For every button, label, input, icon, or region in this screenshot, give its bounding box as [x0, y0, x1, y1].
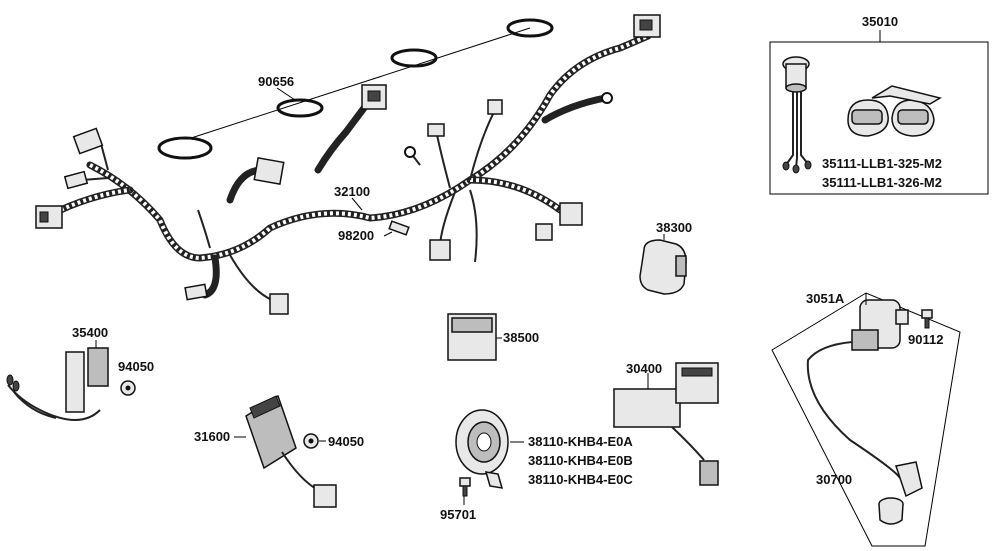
harness-connector-d — [253, 157, 285, 185]
harness-connector-m — [535, 223, 553, 241]
cable-band-4 — [506, 18, 554, 38]
label-38110-e0a: 38110-KHB4-E0A — [528, 434, 633, 449]
starter-relay-35400: 35400 94050 — [6, 325, 154, 421]
cable-band-2 — [276, 98, 324, 118]
harness-connector-k — [427, 123, 445, 137]
key-pair — [847, 85, 942, 137]
ignition-coil — [851, 299, 909, 351]
horn-38110: 38110-KHB4-E0A 38110-KHB4-E0B 38110-KHB4… — [440, 409, 633, 522]
spark-plug-boot — [878, 497, 904, 525]
harness-connector-j — [184, 283, 208, 301]
label-35111-325: 35111-LLB1-325-M2 — [822, 156, 942, 171]
label-90112: 90112 — [908, 332, 943, 347]
label-31600: 31600 — [194, 429, 230, 444]
harness-connector-e — [361, 84, 387, 110]
label-38110-e0b: 38110-KHB4-E0B — [528, 453, 633, 468]
label-95701: 95701 — [440, 507, 476, 522]
harness-connector-f — [633, 14, 661, 38]
label-98200: 98200 — [338, 228, 374, 243]
spark-plug-cap — [895, 461, 923, 498]
cable-band-3 — [390, 48, 438, 68]
label-38110-e0c: 38110-KHB4-E0C — [528, 472, 633, 487]
fuse-98200: 98200 — [338, 220, 410, 243]
label-30700: 30700 — [816, 472, 852, 487]
ignition-cylinder — [782, 56, 812, 174]
regulator-31600: 31600 94050 — [194, 394, 364, 508]
main-wire-harness: 32100 — [35, 14, 661, 315]
harness-connector-h — [429, 239, 451, 261]
relay-38300: 38300 — [639, 220, 692, 295]
label-38300: 38300 — [656, 220, 692, 235]
label-38500: 38500 — [503, 330, 539, 345]
label-35111-326: 35111-LLB1-326-M2 — [822, 175, 942, 190]
harness-connector-c — [63, 170, 89, 190]
harness-connector-a — [72, 127, 104, 155]
bolt-95701 — [459, 477, 471, 497]
harness-connector-b — [35, 205, 63, 229]
label-32100: 32100 — [334, 184, 370, 199]
label-35400: 35400 — [72, 325, 108, 340]
harness-connector-g — [559, 202, 583, 226]
flasher-38500: 38500 — [447, 313, 539, 361]
label-90656: 90656 — [258, 74, 294, 89]
label-30400: 30400 — [626, 361, 662, 376]
nut-94050-a — [120, 380, 136, 396]
ignition-coil-group: 3051A 90112 30700 — [771, 291, 961, 547]
label-94050-b: 94050 — [328, 434, 364, 449]
nut-94050-b — [303, 433, 319, 449]
cdi-30400: 30400 — [613, 361, 719, 486]
harness-connector-i — [269, 293, 289, 315]
ring-terminal-2 — [601, 92, 613, 104]
screw-90112 — [921, 309, 933, 329]
label-3051A: 3051A — [806, 291, 845, 306]
cable-band-1 — [157, 136, 213, 160]
label-94050-a: 94050 — [118, 359, 154, 374]
ring-terminal-1 — [404, 146, 416, 158]
ignition-switch-group: 35010 35111-LLB1-325-M2 35111-LLB1-326-M… — [769, 14, 989, 195]
cable-band-group: 90656 — [157, 18, 554, 160]
harness-connector-l — [487, 99, 503, 115]
label-35010: 35010 — [862, 14, 898, 29]
